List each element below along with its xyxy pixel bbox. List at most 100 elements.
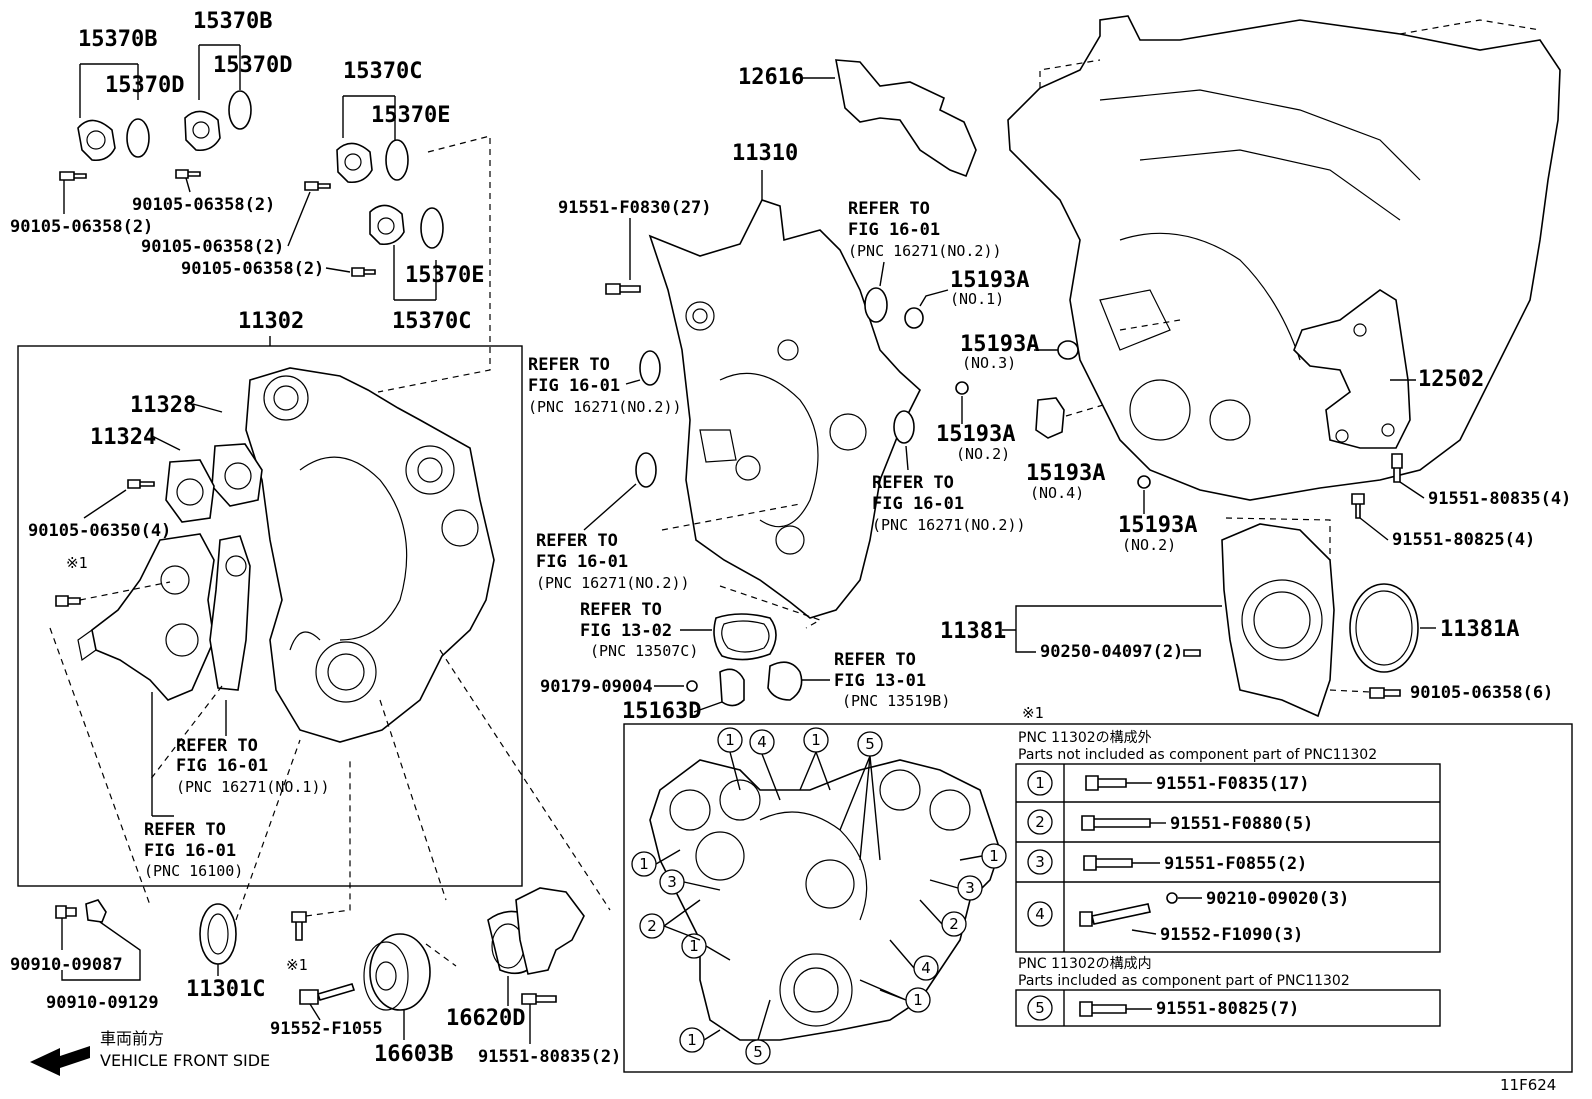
- label-91551-80825-4: 91551-80825(4): [1392, 530, 1535, 550]
- label-90105-06358-a: 90105-06358(2): [10, 217, 153, 237]
- label-no1: (NO.1): [950, 290, 1004, 308]
- water-pump: [91, 533, 215, 701]
- group-11310: 11310 12616 91551-F0830(27) REFER TO FIG…: [528, 59, 1197, 724]
- legend-included-jp: PNC 11302の構成内: [1018, 956, 1152, 972]
- timing-chain-cover: [245, 367, 495, 743]
- label-11301C: 11301C: [186, 977, 265, 1002]
- label-mark1-c: ※1: [1022, 704, 1044, 722]
- callout-4: 4: [921, 959, 931, 977]
- ref5-line3: (PNC 13507C): [590, 642, 698, 660]
- ref4-line1: REFER TO: [872, 473, 954, 493]
- legend-row1-part: 91551-F0835(17): [1156, 774, 1310, 794]
- label-90910-09129: 90910-09129: [46, 993, 159, 1013]
- label-11381: 11381: [940, 619, 1006, 644]
- callout-4: 4: [757, 733, 767, 751]
- legend-row3-part: 91551-F0855(2): [1164, 854, 1307, 874]
- label-11328: 11328: [130, 393, 196, 418]
- callout-2: 2: [949, 915, 959, 933]
- bolt-panel-frame: [623, 723, 1573, 1073]
- ref5-line2: FIG 13-02: [580, 621, 672, 641]
- label-front-en: VEHICLE FRONT SIDE: [100, 1051, 270, 1070]
- ref6-line2: FIG 13-01: [834, 671, 926, 691]
- ref1-line3: (PNC 16271(NO.2)): [848, 242, 1002, 260]
- ref7-line1: REFER TO: [176, 736, 258, 756]
- legend-row1-num: 1: [1035, 774, 1045, 792]
- ref4-line2: FIG 16-01: [872, 494, 964, 514]
- front-arrow-icon: [30, 1046, 90, 1076]
- legend-row4-num: 4: [1035, 905, 1045, 923]
- timing-cover-11310: [648, 199, 921, 619]
- cylinder-block: [1007, 15, 1561, 501]
- legend-row5-num: 5: [1035, 999, 1045, 1017]
- label-16620D: 16620D: [446, 1006, 525, 1031]
- component-box-11302: [17, 345, 523, 887]
- label-91551-F0830: 91551-F0830(27): [558, 198, 712, 218]
- callout-2: 2: [647, 917, 657, 935]
- legend-table-included: [1015, 989, 1441, 1027]
- idler-pulley-16603B: [369, 933, 431, 1011]
- callout-4-circles: 4 4: [749, 729, 939, 981]
- legend-included-en: Parts included as component part of PNC1…: [1018, 973, 1350, 989]
- legend-row5-part: 91551-80825(7): [1156, 999, 1299, 1019]
- label-12502: 12502: [1418, 367, 1484, 392]
- ref6-line1: REFER TO: [834, 650, 916, 670]
- callout-1-circles: 1 1 1 1 1 1 1: [631, 727, 1007, 1053]
- gasket-11324: [165, 459, 215, 523]
- label-91552-F1055: 91552-F1055: [270, 1019, 383, 1039]
- label-15370B-a: 15370B: [78, 27, 157, 52]
- label-90910-09087: 90910-09087: [10, 955, 123, 975]
- label-12616: 12616: [738, 65, 804, 90]
- callout-5: 5: [753, 1043, 763, 1061]
- legend-table-excluded: [1015, 763, 1441, 953]
- label-16603B: 16603B: [374, 1042, 453, 1067]
- bolt-location-panel: ※1 1 1 1 1 1 1 1 2 2 3 3 4: [623, 704, 1573, 1073]
- ref4-line3: (PNC 16271(NO.2)): [872, 516, 1026, 534]
- callout-1: 1: [811, 731, 821, 749]
- legend-row4-part: 90210-09020(3): [1206, 889, 1349, 909]
- bolt-map-cover: [649, 759, 1001, 1041]
- label-mark1-a: ※1: [66, 554, 88, 572]
- tensioner-bracket: [515, 887, 585, 975]
- ref5-line1: REFER TO: [580, 600, 662, 620]
- label-90105-06358-d: 90105-06358(2): [181, 259, 324, 279]
- engine-block: 12502 91551-80835(4) 91551-80825(4) 1138…: [940, 15, 1571, 718]
- label-15370D-a: 15370D: [105, 73, 184, 98]
- label-15163D: 15163D: [622, 699, 701, 724]
- label-90105-06358-b: 90105-06358(2): [132, 195, 275, 215]
- label-15370B-b: 15370B: [193, 9, 272, 34]
- callout-1: 1: [639, 855, 649, 873]
- ref1-line1: REFER TO: [848, 199, 930, 219]
- label-90105-06358-6: 90105-06358(6): [1410, 683, 1553, 703]
- ref3-line1: REFER TO: [536, 531, 618, 551]
- label-90105-06350: 90105-06350(4): [28, 521, 171, 541]
- label-11302: 11302: [238, 309, 304, 334]
- label-15193A-1: 15193A: [950, 268, 1029, 293]
- label-mark1-b: ※1: [286, 956, 308, 974]
- oil-seal-11301C: [199, 903, 237, 965]
- label-no2a: (NO.2): [956, 445, 1010, 463]
- ref8-line2: FIG 16-01: [144, 841, 236, 861]
- label-front-jp: 車両前方: [100, 1029, 164, 1048]
- ref2-line1: REFER TO: [528, 355, 610, 375]
- bottom-left-parts: 90910-09087 90910-09129 11301C ※1 91552-…: [10, 649, 621, 1076]
- label-15370E-b: 15370E: [405, 263, 484, 288]
- callout-3: 3: [667, 873, 677, 891]
- callout-5: 5: [865, 735, 875, 753]
- label-15193A-3: 15193A: [960, 332, 1039, 357]
- group-11302: 11302 11328 11324 90105-06350(4) ※1: [17, 309, 523, 906]
- label-no3: (NO.3): [962, 354, 1016, 372]
- ref8-line1: REFER TO: [144, 820, 226, 840]
- callout-1: 1: [687, 1031, 697, 1049]
- callout-3: 3: [965, 879, 975, 897]
- label-15370C-a: 15370C: [343, 59, 422, 84]
- label-15193A-4: 15193A: [1026, 461, 1105, 486]
- callout-1: 1: [913, 991, 923, 1009]
- ref6-line3: (PNC 13519B): [842, 692, 950, 710]
- label-11310: 11310: [732, 141, 798, 166]
- ref7-line2: FIG 16-01: [176, 756, 268, 776]
- label-11324: 11324: [90, 425, 156, 450]
- oil-seal-11381A: [1349, 583, 1419, 673]
- legend-excluded-jp: PNC 11302の構成外: [1018, 730, 1152, 746]
- legend-row2-num: 2: [1035, 813, 1045, 831]
- seal-retainer-11381: [1221, 523, 1335, 718]
